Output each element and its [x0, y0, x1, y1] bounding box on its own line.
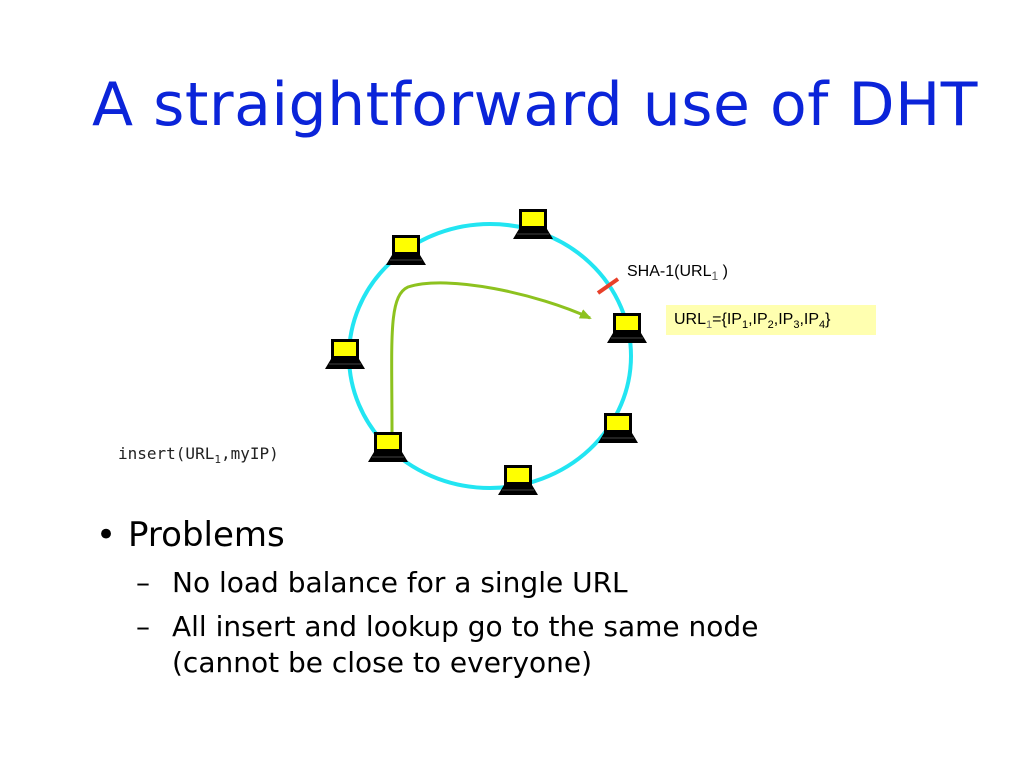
bullet-list: • Problems – No load balance for a singl… [96, 515, 758, 689]
node-right-icon[interactable] [597, 412, 639, 444]
lookup-arrow [390, 281, 592, 433]
bullet-problems: • Problems [96, 515, 758, 565]
node-bottom-icon[interactable] [497, 464, 539, 496]
node-target-icon[interactable] [606, 312, 648, 344]
node-left-icon[interactable] [324, 338, 366, 370]
sha-label: SHA-1(URL1 ) [627, 263, 728, 284]
node-upper-left-icon[interactable] [385, 234, 427, 266]
sub-bullet-same-node: – All insert and lookup go to the same n… [136, 609, 758, 681]
sub-bullet-text-line2: (cannot be close to everyone) [172, 646, 593, 679]
sub-bullet-marker: – [136, 610, 150, 643]
insert-call-label: insert(URL1,myIP) [118, 444, 279, 467]
sub-bullet-text: No load balance for a single URL [172, 566, 628, 599]
sha-hash-marker [596, 277, 620, 295]
slide-title: A straightforward use of DHT [92, 70, 978, 140]
node-top-icon[interactable] [512, 208, 554, 240]
url-ip-list-box: URL1={IP1,IP2,IP3,IP4} [666, 305, 876, 335]
sub-bullet-load-balance: – No load balance for a single URL [136, 565, 758, 601]
sub-bullet-text-line1: All insert and lookup go to the same nod… [172, 610, 759, 643]
sub-bullet-marker: – [136, 566, 150, 599]
bullet-marker: • [96, 515, 117, 555]
bullet-text: Problems [128, 515, 285, 555]
node-source-icon[interactable] [367, 431, 409, 463]
